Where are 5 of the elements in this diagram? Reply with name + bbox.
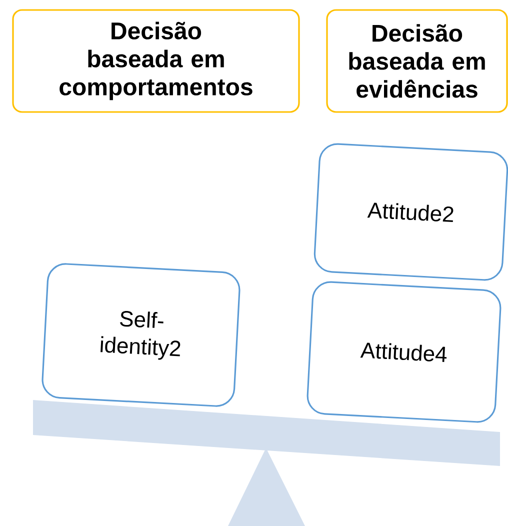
header-box: Decisão baseada em evidências xyxy=(326,9,508,113)
header-box: Decisão baseada em comportamentos xyxy=(12,9,300,113)
weight-box: Self-identity2 xyxy=(42,263,240,407)
weight-box: Attitude4 xyxy=(306,281,502,423)
weight-box: Attitude2 xyxy=(314,143,508,281)
